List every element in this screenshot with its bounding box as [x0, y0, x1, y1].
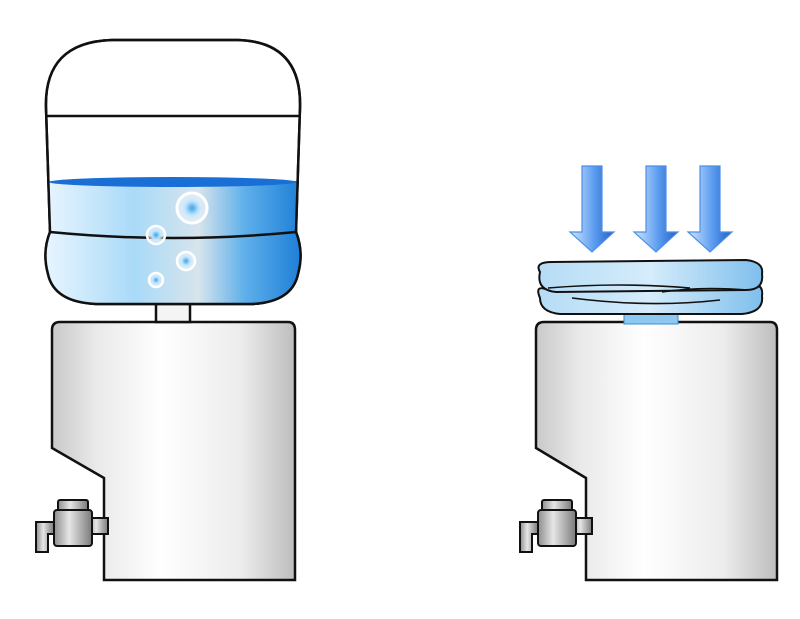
water-bottle-icon — [44, 38, 302, 306]
water-surface — [49, 177, 297, 187]
collapsed-bottle-icon — [537, 258, 764, 325]
bubble-icon — [145, 191, 209, 289]
water-fill — [45, 181, 301, 304]
left-water-cooler — [35, 38, 302, 582]
water-cooler-icon — [534, 320, 779, 582]
down-arrow-icon — [568, 165, 734, 253]
right-water-cooler — [519, 165, 779, 582]
faucet-icon — [35, 499, 109, 553]
water-cooler-icon — [50, 320, 297, 582]
faucet-icon — [519, 499, 593, 553]
